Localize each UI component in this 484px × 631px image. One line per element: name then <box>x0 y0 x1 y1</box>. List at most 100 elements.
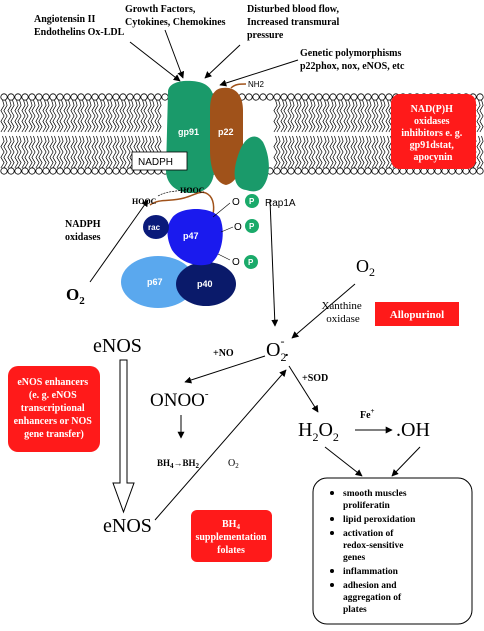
lipid-tail <box>87 99 92 133</box>
fe-label: Fe+ <box>360 407 375 421</box>
lipid-tail <box>42 99 47 133</box>
lipid-head <box>105 167 113 175</box>
lipid-head <box>301 167 309 175</box>
p40-label: p40 <box>197 279 213 289</box>
gp91-label: gp91 <box>178 127 199 137</box>
arrow-superoxide-to-h2o2 <box>288 365 319 413</box>
lipid-tail <box>150 99 155 133</box>
lipid-tail <box>367 99 372 133</box>
p67-label: p67 <box>147 277 163 287</box>
lipid-head <box>308 167 316 175</box>
lipid-head <box>105 93 113 101</box>
o2-right: O2 <box>356 256 375 279</box>
lipid-tail <box>318 99 323 133</box>
xanthine-oxidase-label: Xanthine oxidase <box>321 300 364 325</box>
enos-top: eNOS <box>93 335 142 357</box>
lipid-tail <box>115 135 120 169</box>
lipid-tail <box>0 135 5 169</box>
lipid-tail <box>10 135 15 169</box>
lipid-head <box>357 93 365 101</box>
label-genetic-polymorphisms: Genetic polymorphisms p22phox, nox, eNOS… <box>300 48 405 72</box>
phospho-circle-1 <box>245 194 259 208</box>
enos-enhancers-text: eNOS enhancers (e. g. eNOS transcription… <box>14 377 95 440</box>
effects-box <box>312 477 473 625</box>
lipid-tail <box>360 135 365 169</box>
bh4-supplementation-line-1: BH4 <box>222 519 240 531</box>
lipid-tail <box>283 99 288 133</box>
phospho-p-1: P <box>249 197 255 206</box>
lipid-tail <box>294 135 299 169</box>
lipid-tail <box>126 135 131 169</box>
lipid-tail <box>336 99 341 133</box>
lipid-tail <box>339 99 344 133</box>
lipid-tail <box>10 99 15 133</box>
lipid-tail <box>112 135 117 169</box>
phospho-link-2 <box>220 226 234 233</box>
lipid-head <box>378 93 386 101</box>
lipid-head <box>322 93 330 101</box>
lipid-head <box>21 167 29 175</box>
bh4-supplementation-line-3: folates <box>217 545 245 556</box>
lipid-head <box>28 167 36 175</box>
lipid-head <box>63 167 71 175</box>
nadph-oxidases-label: NADPH oxidases <box>65 219 103 243</box>
peroxynitrite: ONOO- <box>150 388 209 411</box>
lipid-tail <box>24 135 29 169</box>
phospho-circle-2 <box>245 219 259 233</box>
lipid-head <box>343 167 351 175</box>
effect-item-text: inflammation <box>343 567 399 577</box>
lipid-head <box>308 93 316 101</box>
lipid-tail <box>385 135 390 169</box>
lipid-tail <box>329 135 334 169</box>
p22-subunit <box>210 87 243 185</box>
lipid-tail <box>378 135 383 169</box>
arrow-superoxide-to-onoo <box>184 355 266 384</box>
lipid-tail <box>119 99 124 133</box>
lipid-tail <box>304 135 309 169</box>
lipid-tail <box>311 99 316 133</box>
lipid-head <box>7 93 15 101</box>
lipid-tail <box>129 99 134 133</box>
lipid-head <box>469 167 477 175</box>
lipid-tail <box>280 99 285 133</box>
effect-bullet <box>330 491 334 495</box>
lipid-tail <box>294 99 299 133</box>
lipid-tail <box>98 135 103 169</box>
lipid-tail <box>325 99 330 133</box>
lipid-tail <box>472 135 477 169</box>
lipid-head <box>70 167 78 175</box>
lipid-tail <box>56 135 61 169</box>
lipid-tail <box>0 99 5 133</box>
lipid-head <box>77 167 85 175</box>
lipid-tail <box>77 135 82 169</box>
lipid-head <box>301 93 309 101</box>
lipid-tail <box>70 135 75 169</box>
lipid-head <box>91 167 99 175</box>
lipid-tail <box>35 135 40 169</box>
lipid-tail <box>346 99 351 133</box>
rac-subunit <box>143 215 169 239</box>
lipid-tail <box>290 99 295 133</box>
p47-subunit <box>167 209 223 266</box>
lipid-head <box>7 167 15 175</box>
lipid-tail <box>52 99 57 133</box>
phospho-link-1 <box>212 202 231 218</box>
lipid-tail <box>147 99 152 133</box>
lipid-head <box>280 93 288 101</box>
lipid-tail <box>364 135 369 169</box>
lipid-head <box>84 167 92 175</box>
lipid-tail <box>143 99 148 133</box>
effect-item-text: activation of <box>343 529 394 539</box>
enos-bottom: eNOS <box>103 515 152 537</box>
effect-bullet <box>330 517 334 521</box>
lipid-head <box>252 93 260 101</box>
lipid-tail <box>122 135 127 169</box>
p67-subunit <box>121 256 195 308</box>
nadph-box <box>131 151 188 171</box>
lipid-tail <box>346 135 351 169</box>
lipid-tail <box>35 99 40 133</box>
lipid-head <box>343 93 351 101</box>
lipid-tail <box>140 99 145 133</box>
lipid-head <box>154 93 162 101</box>
lipid-tail <box>101 99 106 133</box>
